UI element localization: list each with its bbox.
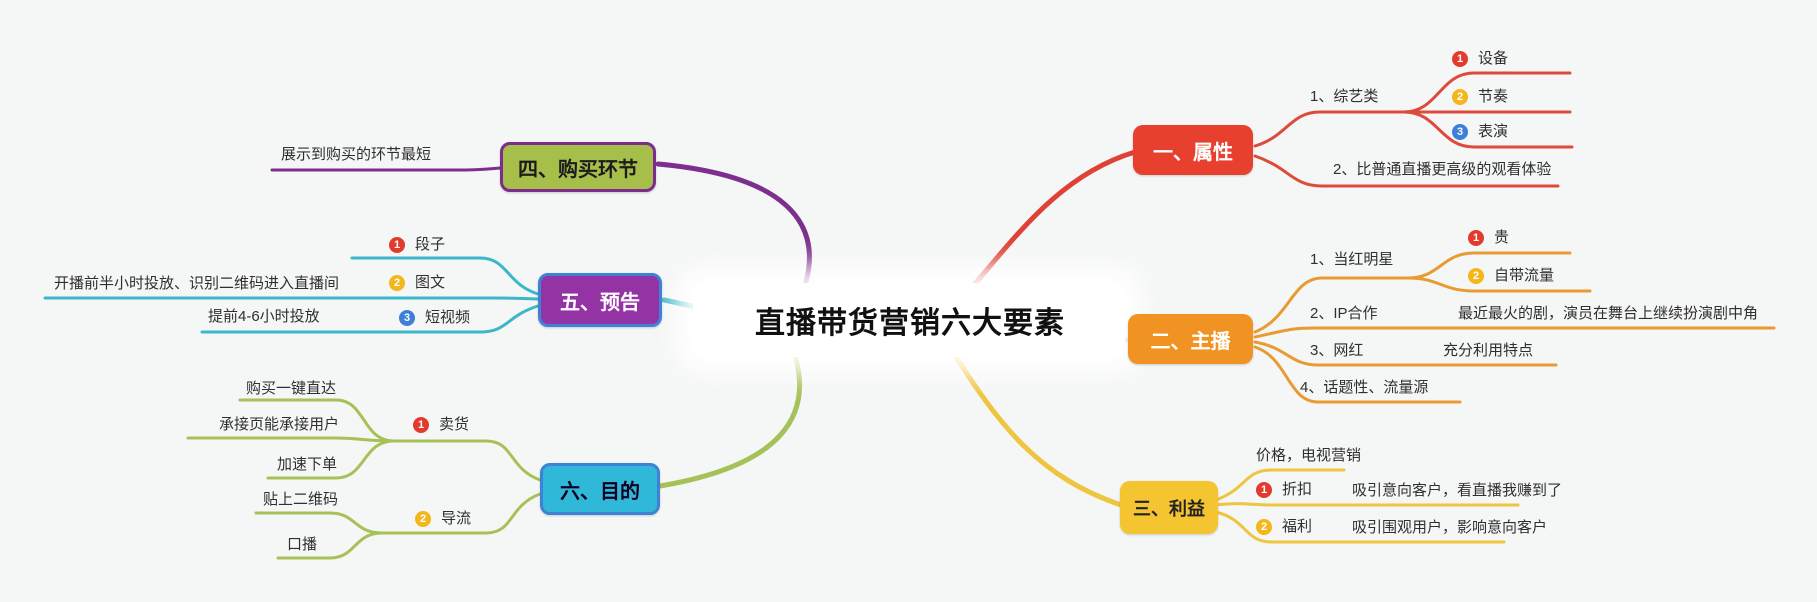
leaf-variety-shows[interactable]: 1、综艺类: [1310, 88, 1379, 105]
numbered-badge-3-icon: 3: [399, 310, 415, 326]
link-better-viewing: [1253, 154, 1560, 188]
branch-node-purchase[interactable]: 四、购买环节: [500, 142, 656, 192]
leaf-price-tv[interactable]: 价格，电视营销: [1256, 447, 1362, 464]
link-one-click-buy: [238, 398, 396, 443]
leaf-divert-traffic[interactable]: 导流: [441, 510, 472, 527]
numbered-badge-2-icon: 2: [1452, 89, 1468, 105]
leaf-top-stars[interactable]: 1、当红明星: [1310, 251, 1394, 268]
link-short-video: [200, 304, 540, 334]
link-oral-broadcast: [276, 531, 384, 560]
central-topic[interactable]: 直播带货营销六大要素: [755, 307, 1065, 340]
branch-node-attribute[interactable]: 一、属性: [1133, 125, 1253, 175]
leaf-qr-code[interactable]: 贴上二维码: [263, 491, 339, 508]
link-performance: [1402, 110, 1574, 149]
link-topicality: [1253, 345, 1462, 404]
link-price-tv: [1214, 468, 1346, 502]
leaf-oral-broadcast[interactable]: 口播: [287, 536, 318, 553]
leaf-own-traffic[interactable]: 自带流量: [1494, 267, 1555, 284]
link-own-traffic: [1406, 276, 1592, 293]
numbered-badge-1-icon: 1: [413, 417, 429, 433]
link-equipment: [1402, 71, 1572, 114]
note-welfare[interactable]: 吸引围观用户，影响意向客户: [1352, 519, 1548, 536]
leaf-discount[interactable]: 折扣: [1282, 481, 1313, 498]
leaf-topicality[interactable]: 4、话题性、流量源: [1300, 379, 1429, 396]
leaf-ip-collab[interactable]: 2、IP合作: [1310, 305, 1378, 322]
numbered-badge-1-icon: 1: [389, 237, 405, 253]
numbered-badge-1-icon: 1: [1468, 230, 1484, 246]
numbered-badge-2-icon: 2: [389, 275, 405, 291]
numbered-badge-2-icon: 2: [1256, 519, 1272, 535]
numbered-badge-1-icon: 1: [1452, 51, 1468, 67]
note-influencer[interactable]: 充分利用特点: [1443, 342, 1534, 359]
numbered-badge-2-icon: 2: [415, 511, 431, 527]
leaf-better-viewing[interactable]: 2、比普通直播更高级的观看体验: [1333, 161, 1552, 178]
link-influencer: [1253, 340, 1558, 367]
central-link-purpose: [657, 343, 803, 489]
note-short-video[interactable]: 提前4-6小时投放: [208, 308, 320, 325]
central-topic-background: [693, 283, 1125, 357]
leaf-welfare[interactable]: 福利: [1282, 518, 1313, 535]
branch-node-preview[interactable]: 五、预告: [538, 273, 662, 327]
link-landing-page: [186, 436, 396, 443]
link-qr-code: [254, 511, 384, 535]
link-discount: [1214, 502, 1520, 507]
link-shortest-path: [270, 166, 502, 172]
link-welfare: [1214, 510, 1506, 544]
leaf-performance[interactable]: 表演: [1478, 123, 1509, 140]
link-ip-collab: [1253, 326, 1776, 339]
link-joke: [350, 256, 540, 296]
note-ip-collab[interactable]: 最近最火的剧，演员在舞台上继续扮演剧中角: [1458, 305, 1759, 322]
leaf-one-click-buy[interactable]: 购买一键直达: [246, 380, 337, 397]
branch-node-benefit[interactable]: 三、利益: [1120, 481, 1218, 534]
link-speed-order: [266, 439, 396, 480]
note-image-text[interactable]: 开播前半小时投放、识别二维码进入直播间: [54, 275, 340, 292]
leaf-landing-page[interactable]: 承接页能承接用户: [219, 416, 340, 433]
link-divert-traffic: [380, 492, 542, 535]
leaf-influencer[interactable]: 3、网红: [1310, 342, 1364, 359]
numbered-badge-1-icon: 1: [1256, 482, 1272, 498]
leaf-short-video[interactable]: 短视频: [425, 309, 471, 326]
leaf-expensive[interactable]: 贵: [1494, 229, 1510, 246]
leaf-speed-order[interactable]: 加速下单: [277, 456, 338, 473]
link-sell-goods: [392, 439, 542, 482]
leaf-equipment[interactable]: 设备: [1478, 50, 1509, 67]
link-image-text: [43, 296, 540, 301]
leaf-joke[interactable]: 段子: [415, 236, 446, 253]
branch-node-host[interactable]: 二、主播: [1128, 314, 1253, 364]
numbered-badge-2-icon: 2: [1468, 268, 1484, 284]
note-discount[interactable]: 吸引意向客户，看直播我赚到了: [1352, 482, 1563, 499]
leaf-image-text[interactable]: 图文: [415, 274, 446, 291]
central-link-benefit: [945, 341, 1127, 509]
branch-node-purpose[interactable]: 六、目的: [540, 463, 660, 515]
leaf-rhythm[interactable]: 节奏: [1478, 88, 1509, 105]
numbered-badge-3-icon: 3: [1452, 124, 1468, 140]
link-variety: [1253, 110, 1572, 148]
leaf-sell-goods[interactable]: 卖货: [439, 416, 470, 433]
leaf-shortest-path[interactable]: 展示到购买的环节最短: [281, 146, 432, 163]
link-top-stars: [1253, 276, 1410, 334]
